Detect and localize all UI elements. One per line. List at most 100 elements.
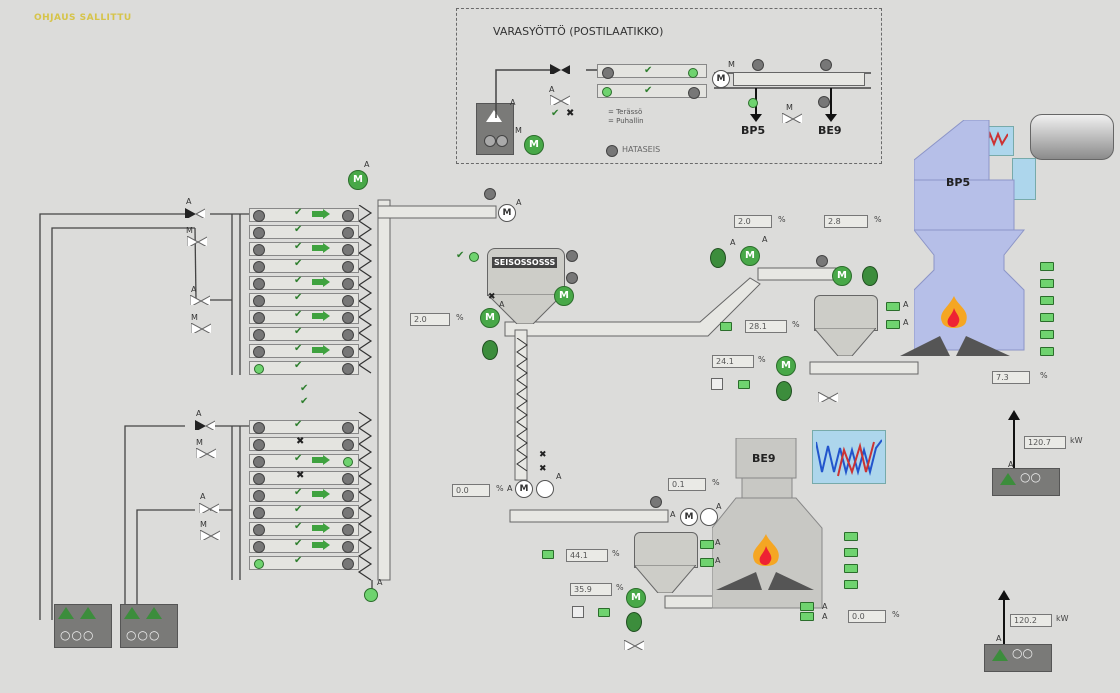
top-conveyor-motor-icon[interactable]: M (498, 204, 516, 222)
be9-feed-motor-icon[interactable]: M (680, 508, 698, 526)
bp5-fan-icon-1[interactable] (710, 248, 726, 268)
be9-feed-fan-icon[interactable] (700, 508, 718, 526)
lower-row-5[interactable] (249, 488, 359, 502)
readout-be9-3: 35.9 (570, 583, 612, 596)
readout-silo-screw-value: 0.0 (456, 486, 469, 495)
readout-bp5-2: 2.8 (824, 215, 868, 228)
top-conveyor-alarm (484, 188, 496, 200)
upper-row-6[interactable] (249, 293, 359, 307)
upper-row-3-alarm-icon (253, 244, 265, 256)
lower-row-3-alarm-icon (253, 456, 265, 468)
upper-row-9[interactable] (249, 344, 359, 358)
lower-row-7[interactable] (249, 522, 359, 536)
power-panel-upper-icon (1000, 473, 1016, 485)
bp5-feed-a-2: A (762, 235, 768, 244)
readout-silo-screw: 0.0 (452, 484, 490, 497)
bp5-fan-icon-2[interactable] (862, 266, 878, 286)
elevator-motor-icon[interactable]: M (348, 170, 368, 190)
reserve-dest-be9: BE9 (818, 124, 842, 137)
silo-alarm-icon (566, 250, 578, 262)
bp5-feed-alarm (816, 255, 828, 267)
upper-row-6-alarm-icon (253, 295, 265, 307)
lower-row-3[interactable] (249, 454, 359, 468)
bp5-screw-motor-icon[interactable]: M (776, 356, 796, 376)
lower-bank-valve-3[interactable] (199, 503, 219, 513)
lower-row-4[interactable] (249, 471, 359, 485)
reserve-row-2[interactable] (597, 84, 707, 98)
power-upper-a: A (1008, 460, 1014, 469)
silo-discharge-motor-icon[interactable]: M (554, 286, 574, 306)
upper-row-5[interactable] (249, 276, 359, 290)
readout-be9-3-unit: % (616, 583, 624, 592)
bp5-heater-icon[interactable] (1012, 158, 1036, 200)
fan-panel-right-lamps: ○○○ (126, 628, 161, 642)
bp5-conveyor-motor-icon[interactable]: M (832, 266, 852, 286)
lower-row-9[interactable] (249, 556, 359, 570)
reserve-dest-valve[interactable] (782, 113, 802, 123)
bp5-fan-icon-3[interactable] (776, 381, 792, 401)
silo-check-icon: ✔ (456, 250, 465, 261)
silo-bottom-fan-icon[interactable] (536, 480, 554, 498)
be9-bottom-valve[interactable] (624, 640, 644, 650)
bp5-bottom-valve[interactable] (818, 392, 838, 402)
lower-row-2[interactable] (249, 437, 359, 451)
lower-bank-valve-2[interactable] (196, 448, 216, 458)
be9-screw-motor-icon[interactable]: M (626, 588, 646, 608)
reserve-feed-frame (456, 8, 882, 164)
fan-panel-left-icon-1 (58, 607, 74, 619)
reserve-valve-1[interactable] (550, 64, 570, 74)
be9-feed-a-2: A (716, 502, 722, 511)
upper-row-1[interactable] (249, 208, 359, 222)
lower-bank-valve-4[interactable] (200, 530, 220, 540)
silo-bottom-cross-1: ✖ (539, 450, 547, 460)
lower-row-8[interactable] (249, 539, 359, 553)
power-panel-lower-icon (992, 649, 1008, 661)
upper-row-5-check-icon: ✔ (294, 275, 303, 286)
upper-row-8-status-icon (342, 329, 354, 341)
elevator-bottom-lamp (364, 588, 378, 602)
upper-row-7[interactable] (249, 310, 359, 324)
lower-row-9-lamp (254, 559, 264, 569)
silo-bottom-motor-icon[interactable]: M (515, 480, 533, 498)
upper-row-10[interactable] (249, 361, 359, 375)
reserve-row-1[interactable] (597, 64, 707, 78)
upper-row-5-arrow-icon (312, 277, 330, 287)
upper-row-3[interactable] (249, 242, 359, 256)
silo-fan-icon[interactable] (482, 340, 498, 360)
upper-row-4-alarm-icon (253, 261, 265, 273)
lower-bank-valve-1[interactable] (195, 420, 215, 430)
be9-trend-icon[interactable] (812, 430, 886, 484)
lower-row-1[interactable] (249, 420, 359, 434)
reserve-motor-icon[interactable]: M (524, 135, 544, 155)
upper-bank-valve-3[interactable] (190, 295, 210, 305)
lower-row-7-arrow-icon (312, 523, 330, 533)
be9-trend-line (816, 439, 882, 477)
be9-fan-icon[interactable] (626, 612, 642, 632)
reserve-valve-2[interactable] (550, 95, 570, 105)
upper-valve-1-a: A (186, 197, 192, 206)
upper-valve-3-a: A (191, 285, 197, 294)
upper-row-4-status-icon (342, 261, 354, 273)
readout-bp5-1-value: 2.0 (738, 217, 751, 226)
lower-row-6[interactable] (249, 505, 359, 519)
silo-screw-motor-icon[interactable]: M (480, 308, 500, 328)
bp5-feed-a-1: A (730, 238, 736, 247)
lower-row-5-arrow-icon (312, 489, 330, 499)
upper-bank-valve-2[interactable] (187, 236, 207, 246)
upper-bank-valve-4[interactable] (191, 323, 211, 333)
silo-tank (487, 248, 565, 296)
legend-terassa: = Terässö (608, 108, 643, 116)
lower-row-8-status-icon (342, 541, 354, 553)
be9-burner-lamp-2 (844, 548, 858, 557)
upper-row-2[interactable] (249, 225, 359, 239)
silo-lamp (469, 252, 479, 262)
upper-bank-valve-1[interactable] (185, 208, 205, 218)
bp5-burner-lamp-4 (1040, 313, 1054, 322)
bp5-feed-motor-icon[interactable]: M (740, 246, 760, 266)
reserve-conveyor-motor-icon[interactable]: M (712, 70, 730, 88)
lower-row-6-alarm-icon (253, 507, 265, 519)
power-lower-a: A (996, 634, 1002, 643)
upper-row-4[interactable] (249, 259, 359, 273)
upper-row-8[interactable] (249, 327, 359, 341)
